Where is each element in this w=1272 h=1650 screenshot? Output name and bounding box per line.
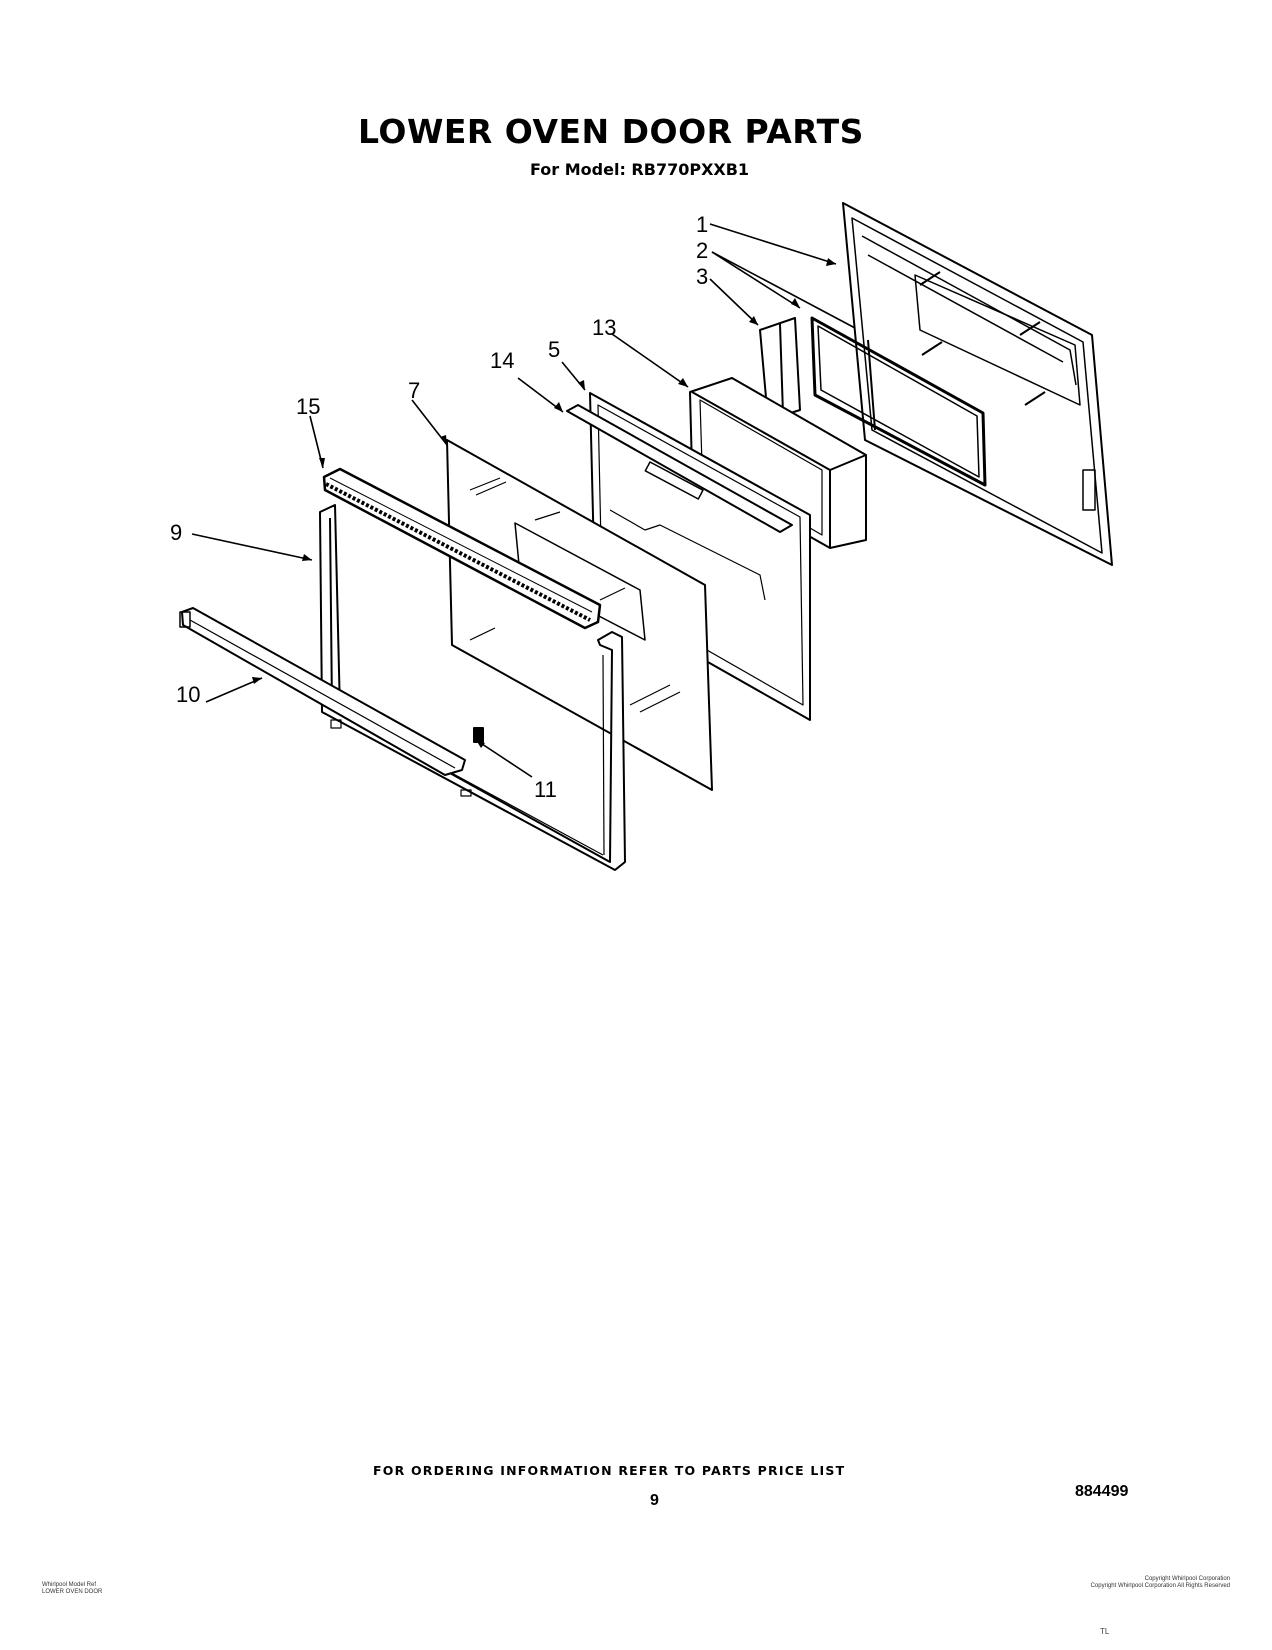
callout-14: 14 (490, 348, 514, 373)
fine-print-right-line: Copyright Whirlpool Corporation All Righ… (1090, 1583, 1230, 1589)
callout-13: 13 (592, 315, 616, 340)
callout-7: 7 (408, 378, 420, 403)
callout-5: 5 (548, 337, 560, 362)
callout-10: 10 (176, 682, 200, 707)
part-1-inner-door-panel (842, 202, 1113, 566)
callout-1: 1 (696, 212, 708, 237)
part-13-insulation-box (689, 377, 867, 549)
part-15-vent-trim (322, 467, 602, 630)
callout-15: 15 (296, 394, 320, 419)
fine-print-right: Copyright Whirlpool Corporation Copyrigh… (1030, 1576, 1230, 1590)
arrowheads (252, 258, 836, 748)
callout-labels: 1 2 3 5 7 9 10 11 13 14 15 (170, 212, 708, 802)
page-number: 9 (650, 1492, 659, 1509)
page-title: LOWER OVEN DOOR PARTS (358, 112, 864, 151)
fine-print-right-line: Copyright Whirlpool Corporation (1144, 1576, 1230, 1582)
callout-9: 9 (170, 520, 182, 545)
fine-print-left-line: LOWER OVEN DOOR (42, 1589, 103, 1595)
model-prefix: For Model: (530, 160, 626, 179)
callout-3: 3 (696, 264, 708, 289)
tail-mark: TL (1100, 1627, 1110, 1636)
part-14-strip (566, 404, 793, 533)
fine-print-left-line: Whirlpool Model Ref (42, 1582, 97, 1588)
model-number: RB770PXXB1 (631, 160, 750, 179)
document-number: 884499 (1075, 1483, 1129, 1500)
callout-11: 11 (534, 777, 557, 802)
part-11-clip (473, 727, 484, 743)
part-3-bracket (759, 317, 801, 421)
ordering-note: FOR ORDERING INFORMATION REFER TO PARTS … (373, 1463, 846, 1478)
callout-2: 2 (696, 238, 708, 263)
part-2-door-gasket (810, 316, 987, 487)
model-line: For Model: RB770PXXB1 (530, 160, 749, 179)
fine-print-left: Whirlpool Model Ref LOWER OVEN DOOR (42, 1582, 102, 1596)
part-10-handle (179, 607, 466, 776)
